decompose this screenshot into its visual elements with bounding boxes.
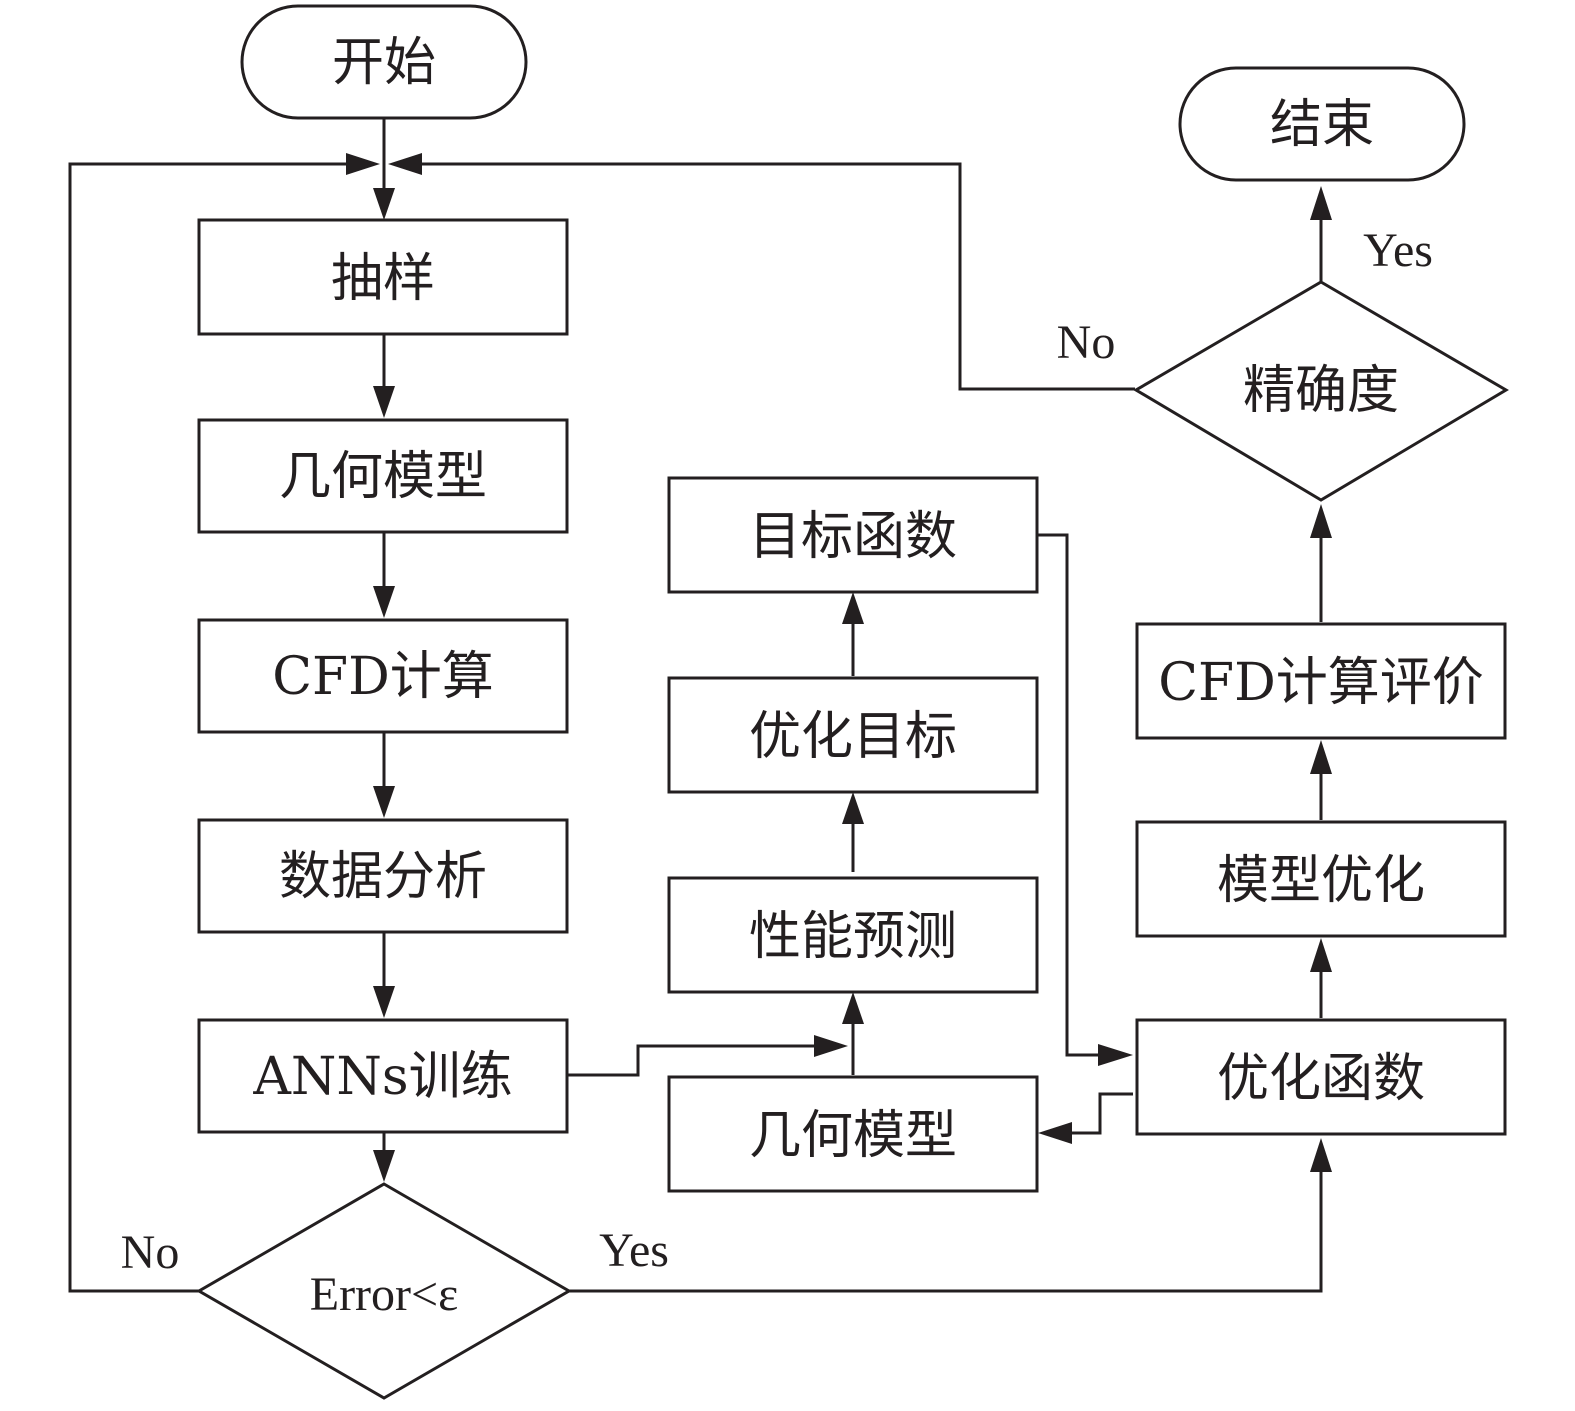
node-geometry-model-2: 几何模型 <box>667 1075 1039 1193</box>
node-error-check: Error<ε <box>196 1182 572 1400</box>
arrowhead <box>842 992 864 1024</box>
node-sampling-label: 抽样 <box>331 249 435 309</box>
node-start-label: 开始 <box>332 33 436 93</box>
arrowhead <box>373 386 395 418</box>
arrowhead <box>814 1035 848 1057</box>
node-end-label: 结束 <box>1270 95 1374 155</box>
arrowhead-loop-right <box>388 153 422 175</box>
node-error-check-label: Error<ε <box>310 1268 459 1321</box>
node-accuracy-check-label: 精确度 <box>1243 361 1399 421</box>
node-data-analysis-label: 数据分析 <box>279 847 487 907</box>
arrowhead <box>373 786 395 818</box>
node-performance-prediction: 性能预测 <box>667 876 1039 994</box>
arrowhead <box>373 1150 395 1182</box>
node-optimization-function-label: 优化函数 <box>1217 1049 1425 1109</box>
arrowhead <box>1310 938 1332 972</box>
node-ann-training: ANNs训练 <box>197 1018 569 1134</box>
node-geometry-model-1: 几何模型 <box>197 418 569 534</box>
node-ann-training-label: ANNs训练 <box>252 1047 512 1107</box>
node-geometry-model-2-label: 几何模型 <box>749 1106 957 1166</box>
edge-objective-to-optfunction <box>1037 533 1100 1057</box>
edge-error-yes <box>569 1170 1323 1293</box>
node-start: 开始 <box>240 4 528 120</box>
edge-error-no-loop <box>68 162 348 1293</box>
edge-optfunction-to-geometry2 <box>1070 1092 1133 1135</box>
edge-label-error-no: No <box>121 1226 180 1279</box>
connectors <box>68 118 1332 1293</box>
edge-label-accuracy-no: No <box>1057 316 1116 369</box>
edge-ann-to-prediction <box>567 1044 816 1077</box>
node-cfd-evaluation-label: CFD计算评价 <box>1158 653 1484 713</box>
node-optimization-target-label: 优化目标 <box>749 707 957 767</box>
arrowhead <box>1310 504 1332 538</box>
edge-label-error-yes: Yes <box>599 1224 669 1277</box>
node-sampling: 抽样 <box>197 218 569 336</box>
node-model-optimization-label: 模型优化 <box>1217 851 1425 911</box>
arrowhead <box>1310 186 1332 220</box>
node-accuracy-check: 精确度 <box>1133 280 1509 502</box>
node-performance-prediction-label: 性能预测 <box>749 907 957 967</box>
node-geometry-model-1-label: 几何模型 <box>279 447 487 507</box>
node-objective-function-label: 目标函数 <box>749 507 957 567</box>
node-data-analysis: 数据分析 <box>197 818 569 934</box>
edge-accuracy-no-loop <box>422 162 1135 391</box>
node-optimization-target: 优化目标 <box>667 676 1039 794</box>
arrowhead <box>373 986 395 1018</box>
edge-label-accuracy-yes: Yes <box>1363 224 1433 277</box>
arrowhead-loop-left <box>346 153 380 175</box>
node-optimization-function: 优化函数 <box>1135 1018 1507 1136</box>
arrowhead <box>842 792 864 824</box>
node-model-optimization: 模型优化 <box>1135 820 1507 938</box>
arrowhead-to-sampling <box>373 188 395 220</box>
arrowhead <box>1098 1044 1133 1066</box>
node-cfd-calc-label: CFD计算 <box>272 647 494 707</box>
arrowhead <box>1038 1122 1072 1144</box>
arrowhead <box>373 586 395 618</box>
node-cfd-evaluation: CFD计算评价 <box>1135 622 1507 740</box>
node-objective-function: 目标函数 <box>667 476 1039 594</box>
node-cfd-calc: CFD计算 <box>197 618 569 734</box>
arrowhead <box>1310 740 1332 774</box>
arrowhead <box>1310 1138 1332 1172</box>
node-end: 结束 <box>1178 66 1466 182</box>
arrowhead <box>842 592 864 624</box>
